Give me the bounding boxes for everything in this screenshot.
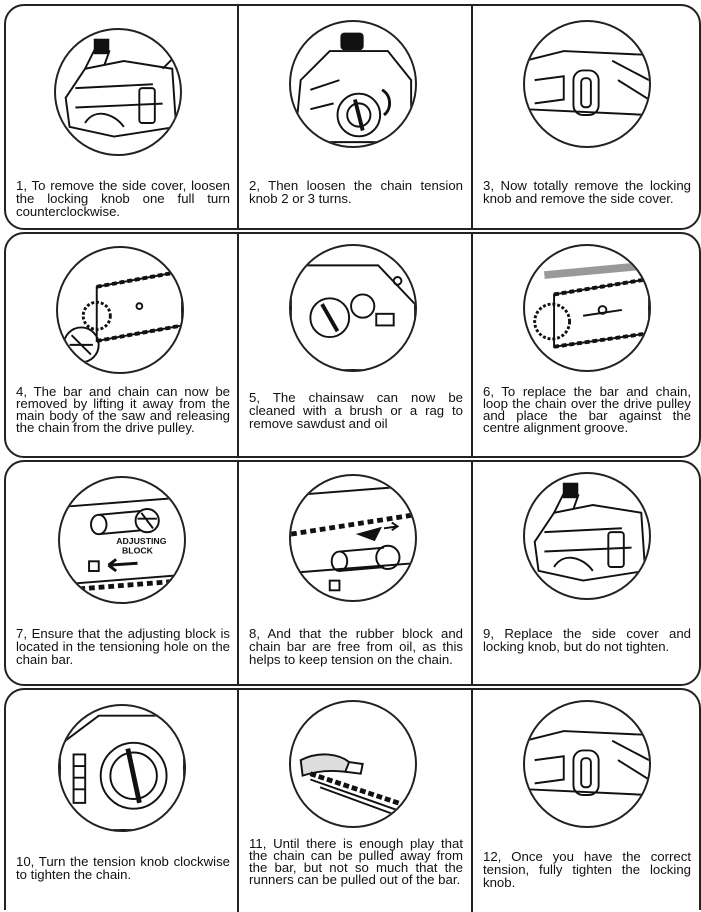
steps-row-2: 4, The bar and chain can now be removed … xyxy=(4,232,701,458)
step-7-illustration: ADJUSTING BLOCK xyxy=(58,476,186,604)
adjusting-label-2: BLOCK xyxy=(122,546,154,556)
step-7: ADJUSTING BLOCK 7, Ensure that the adjus… xyxy=(6,462,238,684)
step-3-illustration xyxy=(523,20,651,148)
steps-row-1: 1, To remove the side cover, loosen the … xyxy=(4,4,701,230)
step-12-illustration xyxy=(523,700,651,828)
step-4: 4, The bar and chain can now be removed … xyxy=(6,234,238,456)
step-7-caption: 7, Ensure that the adjusting block is lo… xyxy=(16,627,230,666)
step-4-caption: 4, The bar and chain can now be removed … xyxy=(16,386,230,434)
step-1-caption: 1, To remove the side cover, loosen the … xyxy=(16,179,230,218)
step-6-caption: 6, To replace the bar and chain, loop th… xyxy=(483,386,691,434)
step-2-caption: 2, Then loosen the chain tension knob 2 … xyxy=(249,179,463,205)
step-6: 6, To replace the bar and chain, loop th… xyxy=(473,234,699,456)
step-2-illustration xyxy=(289,20,417,148)
step-8: 8, And that the rubber block and chain b… xyxy=(239,462,471,684)
step-9-caption: 9, Replace the side cover and locking kn… xyxy=(483,627,691,653)
step-5: 5, The chainsaw can now be cleaned with … xyxy=(239,234,471,456)
steps-row-4: 10, Turn the tension knob clockwise to t… xyxy=(4,688,701,910)
step-1-illustration xyxy=(54,28,182,156)
adjusting-label-1: ADJUSTING xyxy=(116,536,167,546)
step-12-caption: 12, Once you have the correct tension, f… xyxy=(483,850,691,889)
step-3: 3, Now totally remove the locking knob a… xyxy=(473,6,699,228)
step-8-caption: 8, And that the rubber block and chain b… xyxy=(249,627,463,666)
steps-row-3: ADJUSTING BLOCK 7, Ensure that the adjus… xyxy=(4,460,701,686)
step-10-illustration xyxy=(58,704,186,832)
step-10-caption: 10, Turn the tension knob clockwise to t… xyxy=(16,855,230,881)
step-2: 2, Then loosen the chain tension knob 2 … xyxy=(239,6,471,228)
step-9: 9, Replace the side cover and locking kn… xyxy=(473,462,699,684)
step-9-illustration xyxy=(523,472,651,600)
step-6-illustration xyxy=(523,244,651,372)
step-10: 10, Turn the tension knob clockwise to t… xyxy=(6,690,238,910)
step-5-caption: 5, The chainsaw can now be cleaned with … xyxy=(249,391,463,430)
step-11-illustration xyxy=(289,700,417,828)
step-3-caption: 3, Now totally remove the locking knob a… xyxy=(483,179,691,205)
step-11: 11, Until there is enough play that the … xyxy=(239,690,471,910)
step-5-illustration xyxy=(289,244,417,372)
step-4-illustration xyxy=(56,246,184,374)
step-1: 1, To remove the side cover, loosen the … xyxy=(6,6,238,228)
step-12: 12, Once you have the correct tension, f… xyxy=(473,690,699,910)
step-8-illustration xyxy=(289,474,417,602)
step-11-caption: 11, Until there is enough play that the … xyxy=(249,838,463,886)
